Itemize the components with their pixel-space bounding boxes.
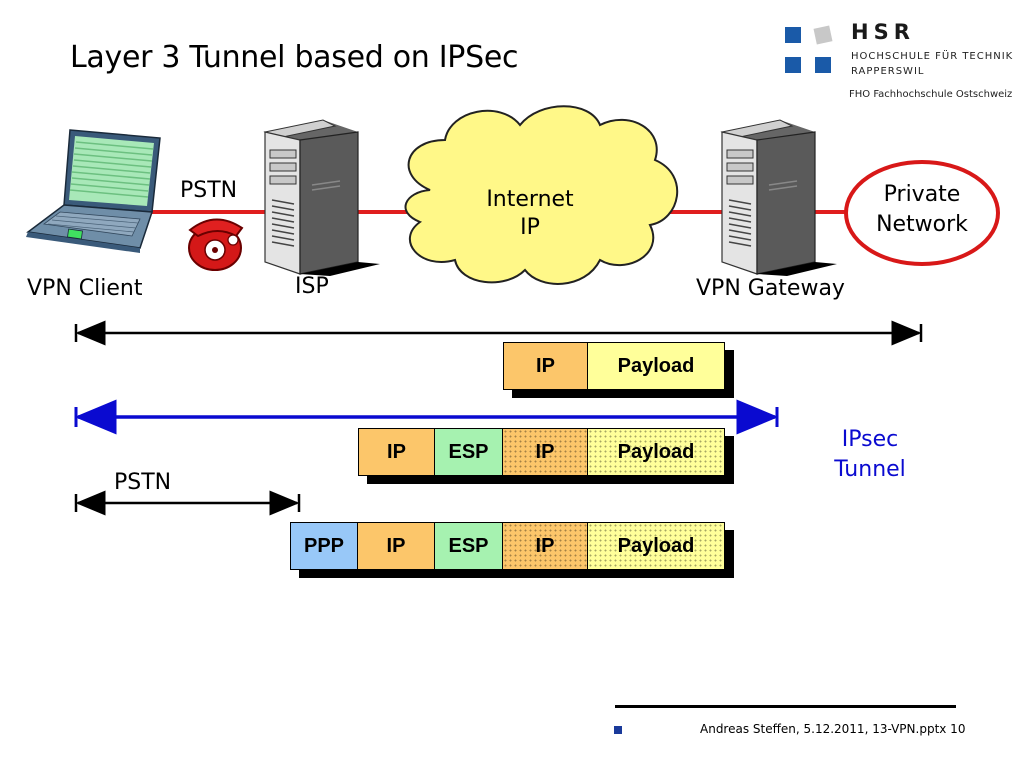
ipsec-tunnel-span-arrow [74,399,779,435]
slide-title: Layer 3 Tunnel based on IPSec [70,40,519,75]
packet-cell: PPP [290,522,358,570]
logo-line1: HOCHSCHULE FÜR TECHNIK [851,51,1014,62]
packet-cell: ESP [435,522,503,570]
packet-cell: IP [358,522,435,570]
packet-cell: IP [503,428,588,476]
logo-name: HSR [851,20,915,44]
phone-icon [188,218,244,271]
packet-cell: IP [503,522,588,570]
logo-fho: FHO Fachhochschule Ostschweiz [849,89,1013,100]
pstn-link-label: PSTN [180,178,238,203]
private-network-line1: Private [883,182,961,207]
isp-server-icon [263,119,380,276]
internet-label-line2: IP [520,215,540,240]
end-to-end-span-arrow [74,320,923,346]
isp-label: ISP [295,274,329,299]
footer-bullet-icon [614,726,622,734]
packet-ipsec-esp: IP ESP IP Payload [358,428,725,476]
pstn-span-arrow [74,490,301,516]
ipsec-label-line2: Tunnel [834,457,906,482]
internet-cloud-icon [404,105,679,285]
packet-cell: ESP [435,428,503,476]
hsr-logo-mark [785,25,833,73]
network-diagram [26,105,1000,285]
footer-rule [615,705,956,708]
internet-label-line1: Internet [486,187,574,212]
logo-line2: RAPPERSWIL [851,66,925,77]
logo-subtitle: HOCHSCHULE FÜR TECHNIK RAPPERSWIL [851,49,1013,79]
packet-cell: IP [358,428,435,476]
ipsec-label-line1: IPsec [841,427,899,452]
packet-cell: Payload [588,342,725,390]
laptop-icon [26,129,161,253]
packet-ppp-ipsec-esp: PPP IP ESP IP Payload [290,522,725,570]
packet-cell: Payload [588,522,725,570]
ipsec-tunnel-label: IPsec Tunnel [825,425,915,485]
footer-text: Andreas Steffen, 5.12.2011, 13-VPN.pptx … [700,722,966,736]
hsr-logo [785,24,1024,104]
span-arrows [74,320,923,516]
private-network-label: Private Network [862,180,982,240]
packet-plain-ip: IP Payload [503,342,725,390]
vpn-client-label: VPN Client [27,276,143,301]
pstn-span-label: PSTN [114,470,172,495]
internet-label: Internet IP [470,186,590,242]
vpn-gateway-label: VPN Gateway [696,276,845,301]
packet-cell: IP [503,342,588,390]
private-network-ellipse [844,160,1000,266]
vpn-gateway-server-icon [720,119,837,276]
private-network-line2: Network [876,212,968,237]
packet-cell: Payload [588,428,725,476]
